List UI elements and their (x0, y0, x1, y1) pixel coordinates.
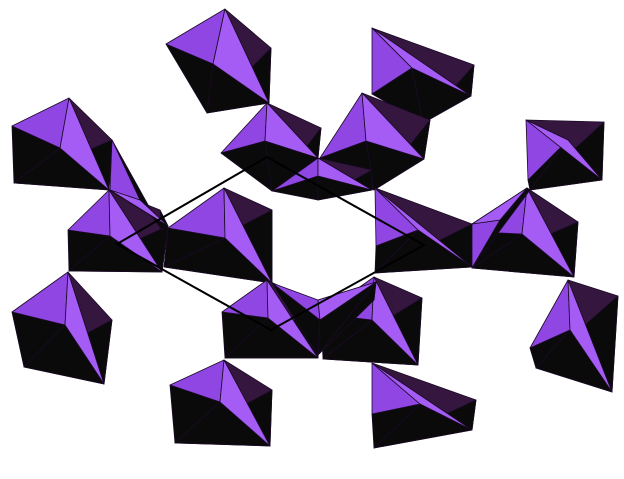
octahedron-face-front (317, 157, 373, 191)
octahedron-face-front (521, 187, 575, 278)
octahedron (163, 187, 273, 284)
octahedron-face-left (67, 189, 111, 237)
octahedron-face-front (361, 92, 425, 160)
octahedron (169, 359, 273, 447)
octahedron-face-front (64, 271, 105, 385)
octahedron (374, 187, 473, 274)
octahedron (471, 187, 579, 278)
octahedron (67, 189, 169, 273)
octahedron-face-front (219, 359, 271, 447)
octahedron (165, 8, 272, 114)
octahedron (319, 92, 431, 191)
octahedron-face-front (212, 8, 270, 104)
octahedron-face-front (471, 187, 528, 225)
octahedron-face-front (264, 102, 319, 159)
octahedron-face-front (567, 279, 613, 393)
octahedron (11, 271, 113, 385)
octahedron-face-front (371, 362, 473, 431)
octahedron (529, 279, 619, 393)
octahedron (11, 97, 113, 191)
octahedron-face-left (109, 139, 141, 201)
octahedron-face-front (371, 27, 472, 97)
octahedron-face-front (374, 187, 473, 268)
octahedron (371, 362, 477, 449)
octahedron (109, 139, 169, 231)
octahedron-face-front (317, 281, 377, 321)
octahedron (371, 27, 475, 124)
octahedron-face-front (59, 97, 110, 191)
octahedron-face-front (525, 119, 603, 181)
octahedron (271, 281, 377, 356)
octahedron (525, 119, 605, 191)
octahedron-face-front (109, 189, 169, 227)
octahedron-face-front (223, 187, 273, 284)
unit-cell-outline (114, 155, 427, 332)
octahedron (471, 187, 531, 269)
octahedron (220, 102, 322, 192)
octahedron-face-left (221, 279, 269, 319)
octahedra-layer (11, 8, 619, 449)
